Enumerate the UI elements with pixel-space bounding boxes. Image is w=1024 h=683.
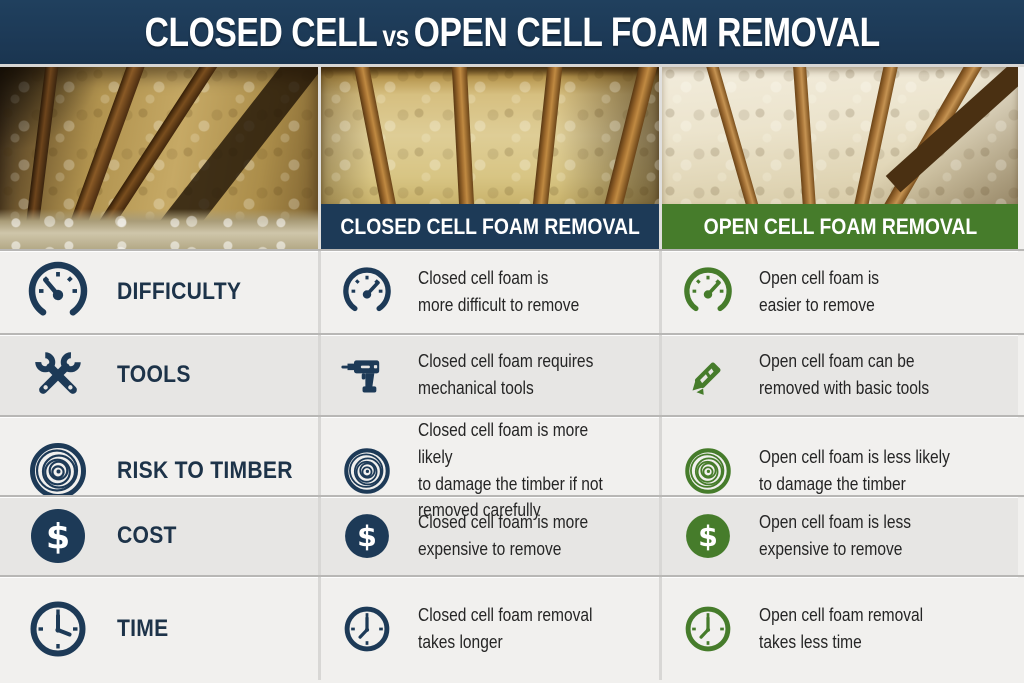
svg-text:$: $	[698, 520, 718, 553]
photo-column-open: OPEN CELL FOAM REMOVAL	[659, 67, 1018, 249]
closed-cell-foam-attic-photo	[321, 67, 659, 204]
table-row-tools: TOOLS Closed cell foam requires mechan	[0, 333, 1024, 415]
closed-cell-header-label: CLOSED CELL FOAM REMOVAL	[340, 213, 640, 239]
difficulty-label-cell: DIFFICULTY	[0, 251, 318, 333]
difficulty-closed-cell: Closed cell foam is more difficult to re…	[318, 251, 659, 333]
time-label-cell: TIME	[0, 577, 318, 680]
clock-icon	[685, 606, 731, 651]
tools-label-cell: TOOLS	[0, 335, 318, 415]
closed-cell-text: Closed cell foam is more difficult to re…	[418, 267, 580, 315]
closed-cell-text: Closed cell foam is more likely to damag…	[418, 419, 603, 521]
svg-text:$: $	[357, 520, 377, 553]
open-cell-foam-attic-photo	[662, 67, 1018, 204]
attic-floor	[0, 209, 318, 249]
open-cell-text: Open cell foam removal takes less time	[759, 603, 924, 652]
open-cell-text: Open cell foam is less expensive to remo…	[759, 511, 912, 559]
rafter-beam	[528, 67, 564, 204]
dollar-icon: $	[345, 514, 389, 558]
svg-text:$: $	[46, 518, 70, 558]
open-cell-text: Open cell foam is less likely to damage …	[759, 445, 950, 494]
gauge-icon	[28, 261, 88, 316]
row-label: TIME	[117, 614, 169, 642]
dollar-icon: $	[686, 514, 730, 558]
tree-rings-icon	[685, 447, 731, 494]
cost-open-cell: $ Open cell foam is less expensive to re…	[659, 497, 1018, 575]
open-cell-column-header: OPEN CELL FOAM REMOVAL	[662, 204, 1018, 249]
rafter-beam	[792, 67, 819, 204]
rafter-beam	[702, 67, 769, 204]
row-label: DIFFICULTY	[117, 278, 242, 305]
rafter-beam	[595, 67, 659, 204]
clock-icon	[30, 601, 86, 656]
tree-rings-icon	[344, 447, 390, 494]
title-vs: vs	[382, 19, 409, 53]
drill-icon	[341, 360, 380, 393]
closed-cell-text: Closed cell foam is more expensive to re…	[418, 511, 589, 559]
rafter-beam	[451, 67, 477, 204]
clock-icon	[344, 606, 390, 651]
photo-column-left	[0, 67, 318, 249]
tools-closed-cell: Closed cell foam requires mechanical too…	[318, 335, 659, 415]
table-row-time: TIME Closed cell foam removal takes long…	[0, 575, 1024, 680]
closed-cell-text: Closed cell foam removal takes longer	[418, 603, 593, 652]
open-cell-header-label: OPEN CELL FOAM REMOVAL	[703, 213, 977, 239]
row-label: RISK TO TIMBER	[117, 456, 293, 484]
rafter-beam	[351, 67, 404, 204]
tools-open-cell: Open cell foam can be removed with basic…	[659, 335, 1018, 415]
difficulty-open-cell: Open cell foam is easier to remove	[659, 251, 1018, 333]
title-open-part: OPEN CELL FOAM REMOVAL	[413, 8, 880, 55]
attic-spray-foam-corner-photo	[0, 67, 318, 249]
utility-knife-icon	[692, 362, 721, 395]
photo-column-closed: CLOSED CELL FOAM REMOVAL	[318, 67, 659, 249]
open-cell-text: Open cell foam is easier to remove	[759, 267, 880, 315]
tree-rings-icon	[30, 442, 86, 499]
photo-strip: CLOSED CELL FOAM REMOVAL OPEN CELL FOAM …	[0, 67, 1024, 249]
gauge-icon	[684, 267, 732, 312]
table-row-cost: $ COST $ Closed cell foam is more expens…	[0, 495, 1024, 575]
table-row-difficulty: DIFFICULTY Closed cell foam is more diff…	[0, 249, 1024, 333]
dollar-icon: $	[31, 509, 85, 563]
open-cell-text: Open cell foam can be removed with basic…	[759, 350, 930, 398]
cost-closed-cell: $ Closed cell foam is more expensive to …	[318, 497, 659, 575]
title-closed-part: CLOSED CELL	[144, 8, 378, 55]
time-closed-cell: Closed cell foam removal takes longer	[318, 577, 659, 680]
gauge-icon	[343, 267, 391, 312]
row-label: TOOLS	[117, 361, 191, 388]
crossed-wrenches-icon	[35, 352, 81, 394]
cost-label-cell: $ COST	[0, 497, 318, 575]
time-open-cell: Open cell foam removal takes less time	[659, 577, 1018, 680]
table-row-risk-to-timber: RISK TO TIMBER Closed cell foam is more …	[0, 415, 1024, 525]
closed-cell-text: Closed cell foam requires mechanical too…	[418, 350, 594, 398]
row-label: COST	[117, 522, 177, 549]
comparison-table: DIFFICULTY Closed cell foam is more diff…	[0, 249, 1024, 680]
closed-cell-column-header: CLOSED CELL FOAM REMOVAL	[321, 204, 659, 249]
